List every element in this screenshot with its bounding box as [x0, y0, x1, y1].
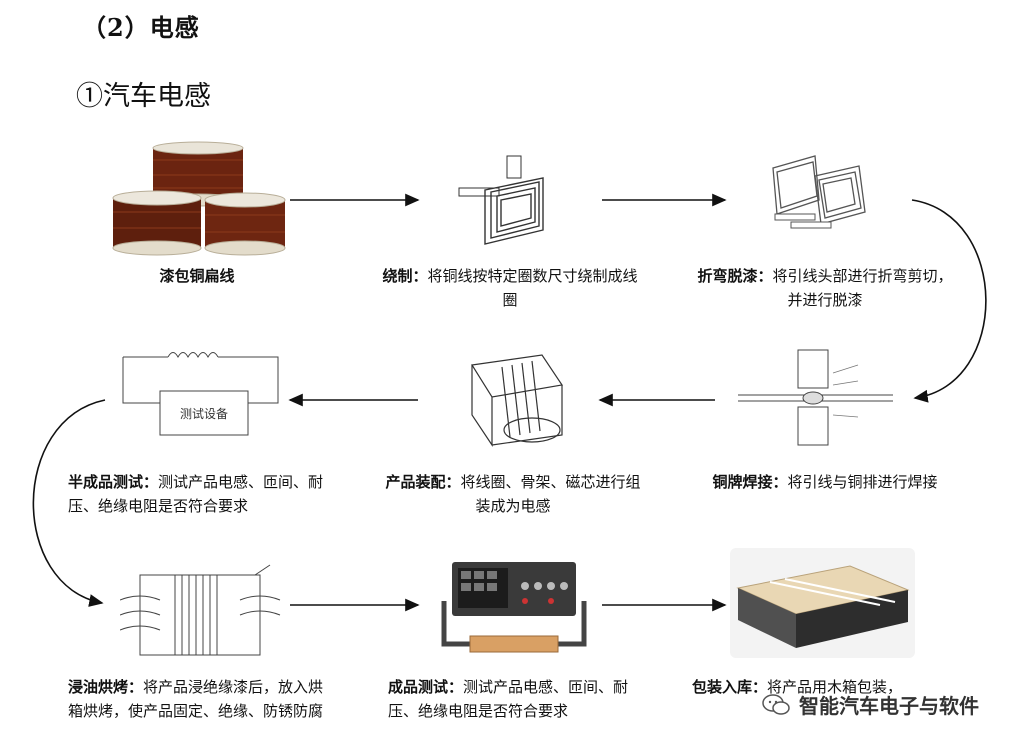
caption-bending: 折弯脱漆：将引线头部进行折弯剪切，并进行脱漆 — [690, 264, 960, 312]
caption-packing-title: 包装入库： — [692, 678, 768, 696]
welding-image — [738, 345, 898, 450]
caption-semi-test: 半成品测试：测试产品电感、匝间、耐压、绝缘电阻是否符合要求 — [68, 470, 328, 518]
assembly-image — [432, 345, 592, 455]
caption-wire-title: 漆包铜扁线 — [159, 267, 235, 285]
caption-winding: 绕制：将铜线按特定圈数尺寸绕制成线圈 — [375, 264, 645, 312]
caption-oil-bake: 浸油烘烤：将产品浸绝缘漆后，放入烘箱烘烤，使产品固定、绝缘、防锈防腐 — [68, 675, 333, 723]
arrow-bending-to-welding — [911, 199, 987, 403]
watermark-text: 智能汽车电子与软件 — [799, 694, 979, 718]
copper-spools-image — [105, 140, 290, 260]
test-device-label: 测试设备 — [179, 406, 228, 421]
caption-final-test: 成品测试：测试产品电感、匝间、耐压、绝缘电阻是否符合要求 — [388, 675, 653, 723]
packing-box-image — [730, 548, 915, 658]
caption-packing: 包装入库：将产品用木箱包装， — [692, 675, 972, 699]
sub-title: ①汽车电感 — [76, 81, 211, 112]
caption-oil-bake-title: 浸油烘烤： — [68, 678, 144, 696]
oil-bake-image — [119, 560, 285, 660]
winding-coil-image — [445, 148, 575, 258]
final-test-image — [430, 556, 600, 656]
section-title: （2）电感 — [82, 13, 200, 42]
caption-winding-title: 绕制： — [382, 267, 428, 285]
arrow-semitest-to-oil — [32, 399, 106, 607]
caption-semi-test-desc: 测试产品电感、匝间、耐压、绝缘电阻是否符合要求 — [68, 473, 324, 515]
caption-winding-desc: 将铜线按特定圈数尺寸绕制成线圈 — [427, 267, 638, 309]
caption-packing-desc: 将产品用木箱包装， — [767, 678, 903, 696]
wechat-icon — [762, 693, 790, 715]
caption-assembly-desc: 将线圈、骨架、磁芯进行组装成为电感 — [460, 473, 641, 515]
caption-final-test-desc: 测试产品电感、匝间、耐压、绝缘电阻是否符合要求 — [388, 678, 629, 720]
caption-welding: 铜牌焊接：将引线与铜排进行焊接 — [690, 470, 960, 494]
caption-welding-desc: 将引线与铜排进行焊接 — [787, 473, 938, 491]
caption-wire: 漆包铜扁线 — [62, 264, 332, 288]
caption-semi-test-title: 半成品测试： — [68, 473, 159, 491]
watermark: 智能汽车电子与软件 — [761, 690, 979, 719]
caption-assembly-title: 产品装配： — [385, 473, 461, 491]
bent-coil-image — [755, 148, 885, 248]
caption-assembly: 产品装配：将线圈、骨架、磁芯进行组装成为电感 — [378, 470, 648, 518]
caption-welding-title: 铜牌焊接： — [712, 473, 788, 491]
caption-bending-title: 折弯脱漆： — [697, 267, 773, 285]
caption-oil-bake-desc: 将产品浸绝缘漆后，放入烘箱烘烤，使产品固定、绝缘、防锈防腐 — [68, 678, 324, 720]
semi-test-diagram: 测试设备 — [118, 345, 283, 455]
caption-final-test-title: 成品测试： — [388, 678, 464, 696]
caption-bending-desc: 将引线头部进行折弯剪切，并进行脱漆 — [772, 267, 953, 309]
